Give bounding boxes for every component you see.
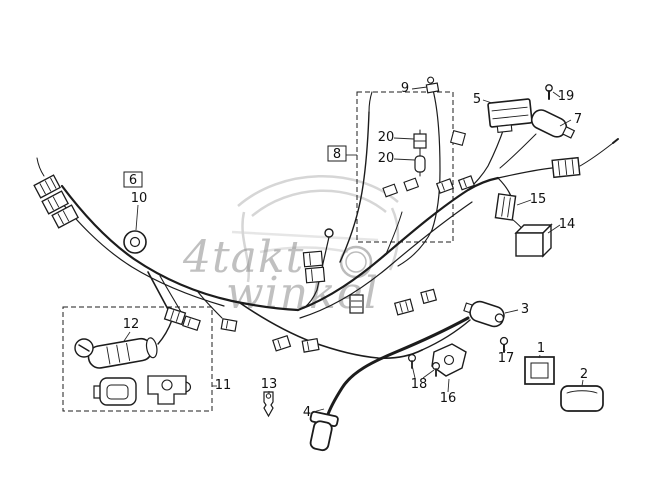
boxed-label-6-frame bbox=[123, 171, 143, 188]
part-label-7: 7 bbox=[574, 112, 582, 127]
part-label-1: 1 bbox=[537, 341, 545, 356]
key-blank bbox=[263, 391, 274, 418]
dashed-box-fuse-group bbox=[356, 91, 454, 243]
ignition-switch-assembly bbox=[74, 337, 192, 406]
grommet bbox=[123, 230, 147, 254]
cdi-unit bbox=[487, 98, 533, 133]
ring-terminal-icon bbox=[324, 228, 334, 238]
fuse-upper bbox=[413, 133, 427, 149]
ignition-coil bbox=[530, 109, 576, 139]
sensor-part bbox=[425, 76, 440, 94]
part-label-13: 13 bbox=[261, 377, 278, 392]
part-label-20a: 20 bbox=[378, 130, 395, 145]
fuse-lower bbox=[414, 155, 426, 173]
part-label-16: 16 bbox=[440, 391, 457, 406]
part-label-2: 2 bbox=[580, 367, 588, 382]
connector-15 bbox=[494, 193, 517, 221]
part-label-19: 19 bbox=[558, 89, 575, 104]
part-label-8: 8 bbox=[333, 147, 341, 162]
part-label-15: 15 bbox=[530, 192, 547, 207]
leader-lines bbox=[123, 86, 584, 413]
bracket-16 bbox=[431, 343, 467, 377]
part-label-10: 10 bbox=[131, 191, 148, 206]
bolt-19 bbox=[545, 84, 553, 100]
spark-plug-cap bbox=[309, 410, 339, 452]
relay-1 bbox=[524, 356, 555, 385]
boxed-label-8-frame bbox=[327, 145, 347, 162]
part-label-5: 5 bbox=[473, 92, 481, 107]
part-label-12: 12 bbox=[123, 317, 140, 332]
component-3 bbox=[463, 300, 505, 328]
bolt-17 bbox=[499, 336, 509, 353]
part-label-20b: 20 bbox=[378, 151, 395, 166]
part-label-9: 9 bbox=[401, 81, 409, 96]
harness-connectors bbox=[163, 129, 581, 353]
part-label-14: 14 bbox=[559, 217, 576, 232]
dashed-box-switch-group bbox=[62, 306, 213, 412]
part-label-18: 18 bbox=[411, 377, 428, 392]
part-label-17: 17 bbox=[498, 351, 515, 366]
watermark-logo-inner-circle bbox=[345, 251, 367, 273]
relay-box-14 bbox=[514, 223, 553, 258]
part-label-6: 6 bbox=[129, 173, 137, 188]
part-labels: 9 5 19 7 20 20 10 15 14 3 17 1 2 16 18 4… bbox=[123, 81, 588, 420]
cover-2 bbox=[560, 385, 604, 412]
left-connector-cluster bbox=[33, 157, 79, 229]
handlebar-sketch-icon bbox=[231, 175, 400, 283]
part-label-3: 3 bbox=[521, 302, 529, 317]
watermark-word-1: 4takt bbox=[182, 232, 304, 283]
part-label-11: 11 bbox=[215, 378, 232, 393]
top-right-connector bbox=[551, 156, 581, 179]
part-label-4: 4 bbox=[303, 405, 311, 420]
